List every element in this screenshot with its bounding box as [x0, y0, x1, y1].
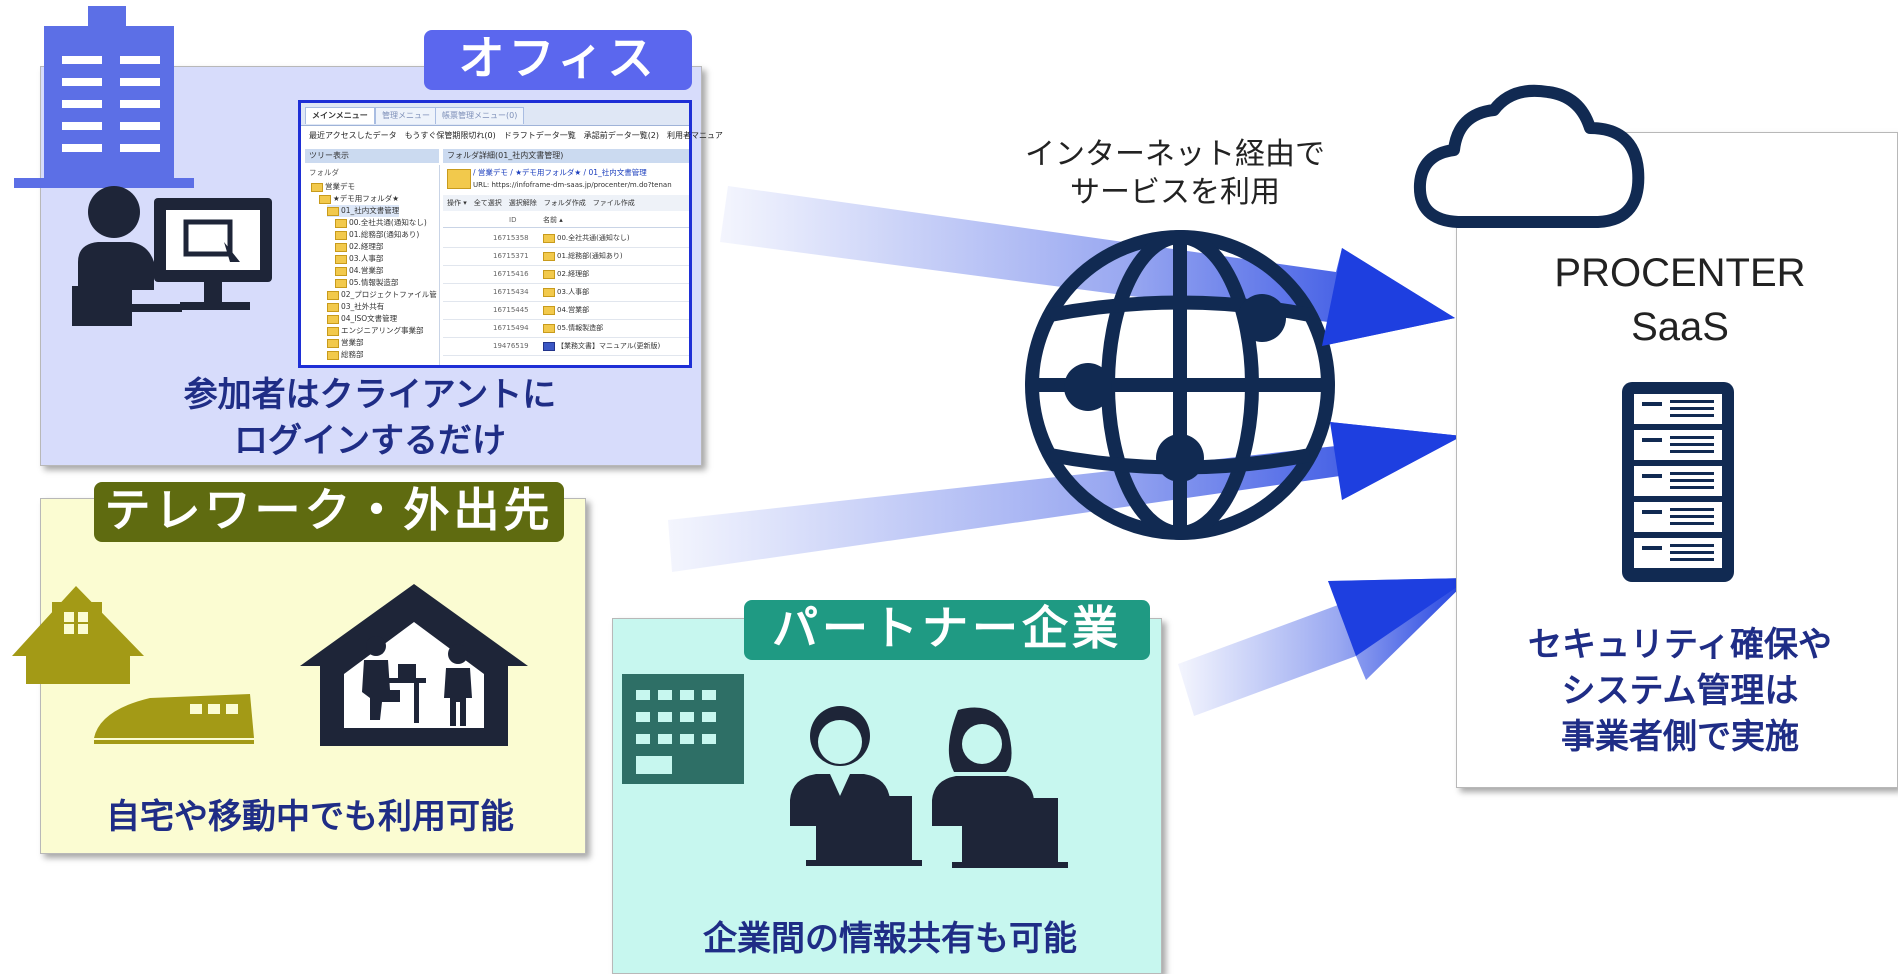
- screenshot-toolbar: 最近アクセスしたデータ もうすぐ保管期限切れ(0) ドラフトデータ一覧 承認前デ…: [309, 131, 723, 140]
- internet-label: インターネット経由で サービスを利用: [1010, 136, 1340, 212]
- tree-panel: フォルダ 営業デモ ★デモ用フォルダ★ 01_社内文書管理 00.全社共通(通知…: [305, 165, 440, 365]
- saas-desc-line1: セキュリティ確保や: [1528, 625, 1832, 665]
- tree-node: 01_社内文書管理: [327, 205, 400, 217]
- office-caption-line2: ログインするだけ: [234, 421, 506, 461]
- client-screenshot: メインメニュー 管理メニュー 帳票管理メニュー(0) 最近アクセスしたデータ も…: [298, 100, 723, 368]
- telework-caption: 自宅や移動中でも利用可能: [106, 797, 514, 837]
- tree-node: 総務部: [327, 349, 364, 361]
- tree-node: ★デモ用フォルダ★: [319, 193, 399, 205]
- folder-detail-header: フォルダ詳細(01_社内文書管理): [443, 149, 689, 163]
- grid-header: ID 名前 ▴: [443, 213, 689, 228]
- cloud-icon: [1413, 84, 1645, 228]
- tree-node: 00.全社共通(通知なし): [335, 217, 427, 229]
- table-row: 19476519【業務文書】マニュアル(更新版): [443, 337, 689, 356]
- partner-title-tag: パートナー企業: [744, 600, 1150, 660]
- tree-node: 04_ISO文書管理: [327, 313, 397, 325]
- business-people-icon: [790, 706, 1068, 868]
- grid-col-name: 名前 ▴: [543, 216, 563, 224]
- office-title-tag: オフィス: [424, 30, 692, 90]
- screenshot-tab-bar: メインメニュー 管理メニュー 帳票管理メニュー(0): [301, 103, 689, 126]
- small-house-icon: [12, 586, 144, 684]
- saas-desc-line3: 事業者側で実施: [1561, 717, 1799, 757]
- tree-node: 03_社外共有: [327, 301, 384, 313]
- tree-sub-label: フォルダ: [309, 168, 339, 177]
- office-building-icon: [14, 6, 194, 188]
- folder-icon: [447, 169, 471, 189]
- folder-url: URL: https://infoframe-dm-saas.jp/procen…: [473, 181, 672, 189]
- saas-description: セキュリティ確保や システム管理は 事業者側で実施: [1490, 622, 1870, 760]
- bullet-train-icon: [94, 694, 254, 744]
- internet-label-line1: インターネット経由で: [1025, 137, 1325, 172]
- server-rack-icon: [1622, 382, 1734, 582]
- tree-node: 03.人事部: [335, 253, 383, 265]
- tree-node: 01.総務部(通知あり): [335, 229, 419, 241]
- partner-building-icon: [622, 674, 744, 784]
- tree-node: 営業デモ: [311, 181, 355, 193]
- tree-node: エンジニアリング事業部: [327, 325, 424, 337]
- telework-title-tag: テレワーク・外出先: [94, 482, 564, 542]
- saas-desc-line2: システム管理は: [1561, 671, 1799, 711]
- folder-detail-panel: / 営業デモ / ★デモ用フォルダ★ / 01_社内文書管理 URL: http…: [443, 165, 689, 365]
- tree-node: 02.経理部: [335, 241, 383, 253]
- tab-report-menu: 帳票管理メニュー(0): [435, 107, 525, 124]
- grid-col-id: ID: [509, 216, 517, 224]
- tab-admin-menu: 管理メニュー: [375, 107, 437, 124]
- office-caption-line1: 参加者はクライアントに: [183, 375, 557, 415]
- saas-name: PROCENTER SaaS: [1520, 246, 1840, 354]
- tree-header: ツリー表示: [305, 149, 439, 163]
- saas-name-line2: SaaS: [1631, 305, 1729, 349]
- tree-node: 04.営業部: [335, 265, 383, 277]
- tree-node: 05.情報製造部: [335, 277, 398, 289]
- folder-path: / 営業デモ / ★デモ用フォルダ★ / 01_社内文書管理: [473, 168, 647, 177]
- saas-name-line1: PROCENTER: [1554, 251, 1806, 295]
- partner-caption: 企業間の情報共有も可能: [703, 919, 1077, 959]
- person-at-computer-icon: [72, 186, 272, 326]
- internet-label-line2: サービスを利用: [1070, 175, 1280, 210]
- home-office-icon: [300, 584, 528, 746]
- tree-node: 02_プロジェクトファイル管: [327, 289, 437, 301]
- office-caption: 参加者はクライアントに ログインするだけ: [110, 372, 630, 464]
- tree-node: 営業部: [327, 337, 364, 349]
- grid-toolbar: 操作 ▾ 全て選択 選択解除 フォルダ作成 ファイル作成: [443, 195, 689, 211]
- tab-main-menu: メインメニュー: [305, 107, 375, 124]
